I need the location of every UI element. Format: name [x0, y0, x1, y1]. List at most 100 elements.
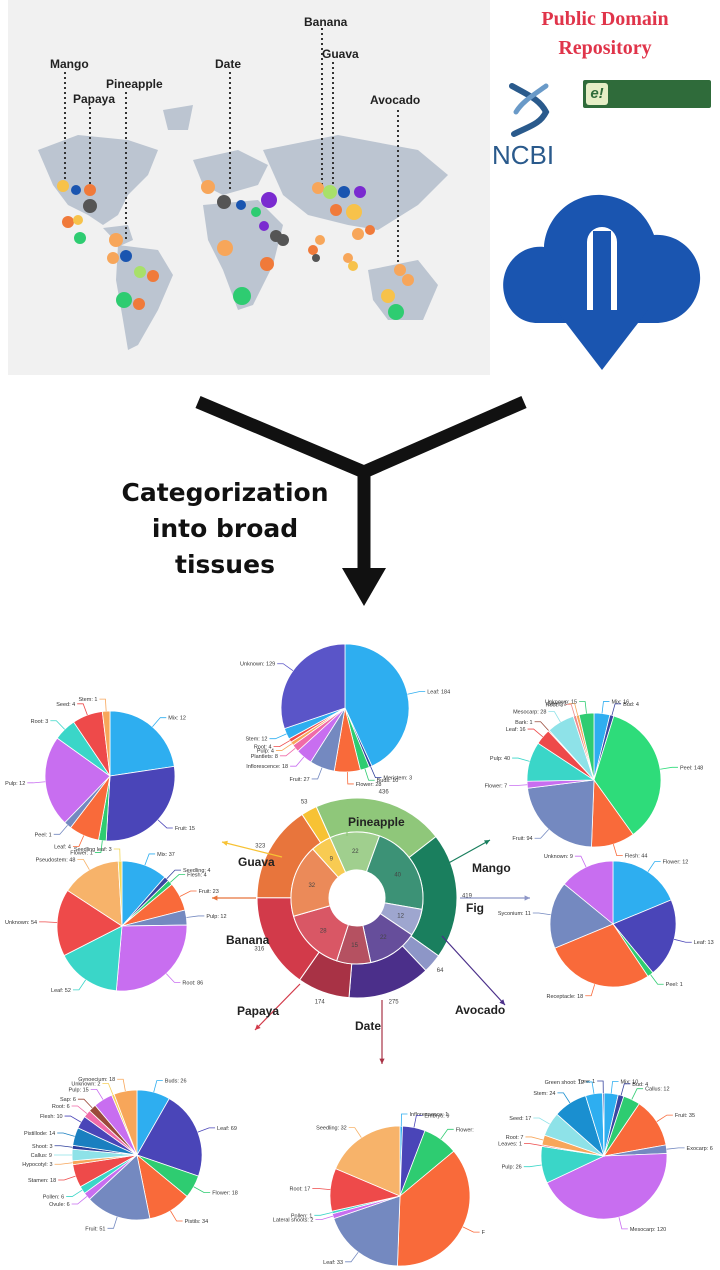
pie-slice-label: Receptacle: 18 [547, 994, 584, 1000]
pie-leader-line [348, 1127, 362, 1138]
pie-slice-label: Peel: 1 [35, 832, 52, 838]
pie-leader-line [99, 698, 107, 712]
pie-leader-line [534, 829, 550, 839]
pie-slice-label: Lateral shoots: 2 [273, 1218, 314, 1224]
pie-slice-label: Flower: [456, 1127, 475, 1133]
sunburst-inner-value: 22 [380, 935, 387, 941]
pie-slice-label: Pistils: 34 [185, 1219, 209, 1225]
pie-slice-label: Buds: 10 [377, 778, 399, 784]
pie-leader-line [170, 1210, 183, 1222]
pie-leader-line [72, 835, 85, 847]
map-label-guava: Guava [322, 47, 359, 61]
pie-leader-line [364, 768, 375, 781]
ncbi-helix-icon [509, 83, 550, 137]
pie-leader-line [462, 1226, 480, 1233]
pie-slice-label: Leaf: 13 [694, 940, 714, 946]
repository-title-line1: Public Domain [541, 8, 669, 30]
fruit-label-date: Date [355, 1019, 381, 1033]
pie-slice-label: Flower: 1 [70, 850, 93, 856]
sunburst-inner-value: 32 [308, 883, 315, 889]
pie-leader-line [312, 1188, 331, 1191]
sunburst-outer-value: 323 [255, 844, 266, 850]
pie-slice-label: Mesocarp: 120 [630, 1227, 666, 1233]
pie-leader-line [548, 711, 561, 723]
pie-slice-label: Root: 4 [254, 745, 272, 751]
pie-slice-label: Leaves: 1 [498, 1142, 522, 1148]
pie-slice-label: Fruit: 51 [85, 1226, 105, 1232]
pie-slice [602, 1092, 605, 1157]
map-label-pineapple: Pineapple [106, 77, 163, 91]
pie-slice-label: Pistillode: 14 [24, 1131, 55, 1137]
pie-leader-line [579, 701, 587, 714]
pie-leader-line [77, 703, 88, 716]
pie-leader-line [533, 1117, 550, 1125]
pie-leader-line [193, 1186, 211, 1194]
pie-leader-line [269, 733, 287, 740]
map-label-avocado: Avocado [370, 93, 420, 107]
pie-leader-line [117, 1078, 126, 1092]
connector-arrowhead [379, 1058, 385, 1064]
pie-slice-label: Mix: 12 [168, 716, 186, 722]
pie-slice-label: Pulp: 4 [257, 748, 274, 754]
pie-slice [105, 765, 176, 842]
pie-slice-label: Syconium: 11 [498, 911, 531, 917]
pie-slice [109, 710, 175, 777]
fruit-label-avocado: Avocado [455, 1003, 505, 1017]
pie-leader-line [90, 1088, 104, 1100]
sunburst-outer-value: 53 [301, 800, 308, 806]
sunburst-outer-value: 419 [462, 894, 473, 900]
pie-slice-label: Mesocarp: 28 [513, 710, 546, 716]
fruit-label-pineapple: Pineapple [348, 815, 405, 829]
pie-leader-line [524, 1143, 542, 1147]
pie-leader-line [647, 861, 661, 872]
pie-slice-label: Plantlets: 8 [251, 754, 278, 760]
map-label-date: Date [215, 57, 241, 71]
connector-papaya [254, 983, 301, 1031]
pie-slice-label: Pseudostem: 48 [36, 857, 76, 863]
fruit-label-papaya: Papaya [237, 1004, 279, 1018]
pie-leader-line [440, 1128, 454, 1140]
sunburst-inner-mango [365, 835, 424, 910]
pie-slice [88, 1154, 151, 1221]
sunburst-outer-value: 174 [315, 999, 326, 1005]
pie-leader-line [50, 720, 66, 730]
pie-slice-label: Fruit: 94 [512, 836, 532, 842]
pie-leader-line [277, 663, 294, 672]
fruit-label-fig: Fig [466, 901, 484, 915]
pie-leader-line [77, 858, 90, 870]
pie-leader-line [574, 855, 587, 868]
pie-slice [280, 643, 346, 730]
pie-leader-line [102, 1083, 114, 1095]
pie-leader-line [157, 819, 173, 829]
sunburst-outer-value: 316 [254, 947, 265, 953]
pie-leader-line [113, 848, 121, 862]
pie-slice-label: Pulp: 15 [69, 1087, 89, 1093]
pie-slice-label: Green shoot: 12 [545, 1080, 584, 1086]
pie-slice [578, 712, 595, 781]
pie-leader-line [94, 840, 103, 853]
pie-slice-label: Unknown: 129 [240, 662, 275, 668]
sunburst-inner-value: 12 [397, 914, 404, 920]
merge-arrow [195, 396, 527, 606]
pie-leader-line [57, 1132, 75, 1137]
pie-slice-label: Bark: 1 [515, 720, 532, 726]
pie-leader-line [611, 703, 622, 716]
pie-slice-label: Leaf: 4 [54, 844, 71, 850]
pie-leader-line [585, 984, 596, 997]
pie-slice-label: Root: 17 [290, 1187, 311, 1193]
pie-leader-line [53, 824, 68, 835]
pie-leader-line [279, 747, 296, 757]
pie-leader-line [532, 912, 551, 916]
pie-slice-label: Seed: 3 [548, 701, 567, 707]
pie-slice-label: Unknown: 15 [545, 699, 577, 705]
continents [38, 105, 448, 350]
cloud-download-icon [503, 194, 701, 370]
sunburst-inner-value: 15 [351, 943, 358, 949]
pie-leader-line [407, 691, 426, 695]
pie-slice [527, 779, 595, 848]
pie-leader-line [166, 869, 181, 880]
